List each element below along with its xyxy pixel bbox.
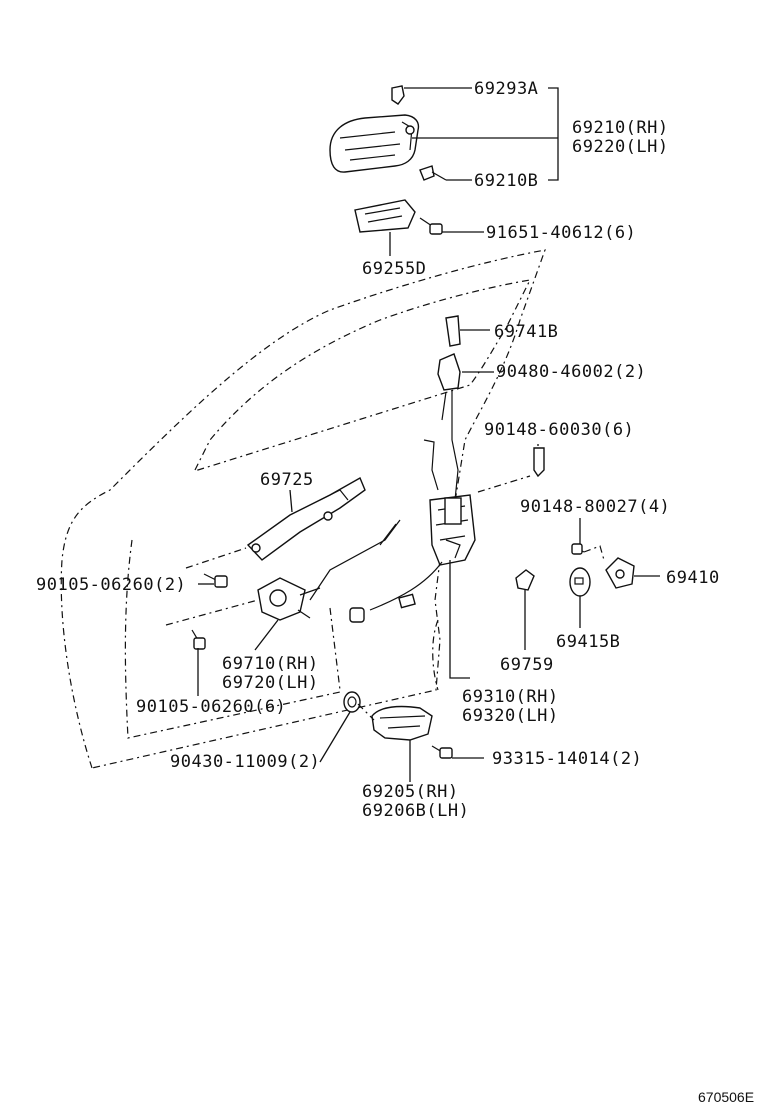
bolt-90105-b xyxy=(191,629,206,650)
knob-69741b xyxy=(445,315,461,347)
label-91651: 91651-40612(6) xyxy=(486,223,636,243)
label-69310: 69310(RH) xyxy=(462,687,559,707)
label-69293a: 69293A xyxy=(474,79,538,99)
outside-handle xyxy=(329,114,420,173)
screw-91651 xyxy=(419,217,443,235)
door-outline xyxy=(60,249,546,769)
label-69725: 69725 xyxy=(260,470,314,490)
rod-69210b xyxy=(419,165,447,181)
grommet-90430 xyxy=(343,691,361,713)
door-lock xyxy=(429,494,476,566)
screw-93315 xyxy=(431,745,453,759)
label-93315: 93315-14014(2) xyxy=(492,749,642,769)
label-69759: 69759 xyxy=(500,655,554,675)
label-69210: 69210(RH) xyxy=(572,118,669,138)
label-90105-b: 90105-06260(6) xyxy=(136,697,286,717)
label-69720: 69720(LH) xyxy=(222,673,319,693)
label-69741b: 69741B xyxy=(494,322,558,342)
dash-lines xyxy=(165,475,605,721)
shim-69415b xyxy=(569,567,591,597)
leader-lines xyxy=(197,87,660,782)
label-69320: 69320(LH) xyxy=(462,706,559,726)
cable xyxy=(349,561,443,623)
clip-69293a xyxy=(391,85,405,105)
label-90105-a: 90105-06260(2) xyxy=(36,575,186,595)
striker-69410 xyxy=(605,557,635,589)
label-69220: 69220(LH) xyxy=(572,137,669,157)
screw-90148-80027 xyxy=(571,543,585,555)
rods xyxy=(309,390,459,601)
clip-69759 xyxy=(515,569,535,591)
lock-control xyxy=(257,577,321,621)
label-90148-80027: 90148-80027(4) xyxy=(520,497,670,517)
label-90430: 90430-11009(2) xyxy=(170,752,320,772)
label-69410: 69410 xyxy=(666,568,720,588)
label-69255d: 69255D xyxy=(362,259,426,279)
frame-69255d xyxy=(354,199,416,233)
bracket-69725 xyxy=(246,477,366,561)
label-69415b: 69415B xyxy=(556,632,620,652)
screw-90148-60030 xyxy=(533,447,545,478)
label-69206b: 69206B(LH) xyxy=(362,801,469,821)
grommet-90480 xyxy=(437,353,461,391)
label-69205: 69205(RH) xyxy=(362,782,459,802)
label-69710: 69710(RH) xyxy=(222,654,319,674)
label-90148-60030: 90148-60030(6) xyxy=(484,420,634,440)
bolt-90105-a xyxy=(203,573,228,588)
inside-handle xyxy=(371,705,433,741)
diagram-code: 670506E xyxy=(698,1089,754,1105)
label-90480: 90480-46002(2) xyxy=(496,362,646,382)
label-69210b: 69210B xyxy=(474,171,538,191)
